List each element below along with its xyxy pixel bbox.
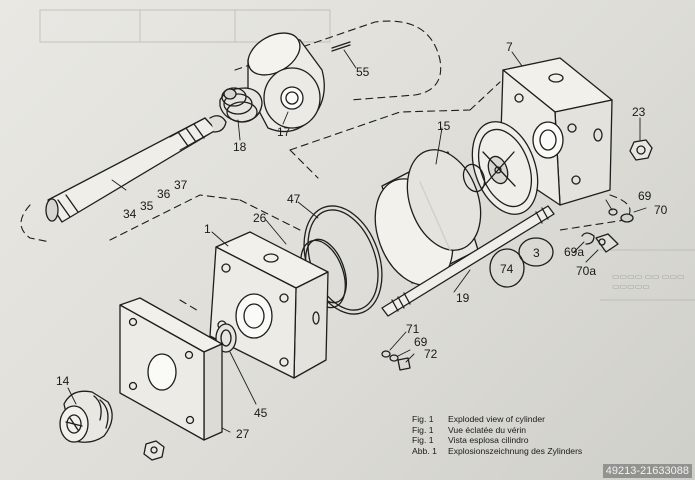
caption-line-de: Abb. 1 Explosionszeichnung des Zylinders [412, 446, 582, 457]
caption-prefix: Abb. 1 [412, 445, 437, 456]
caption-text: Vue éclatée du vérin [448, 424, 527, 435]
label-part-71: 71 [406, 322, 420, 336]
part-seal-18 [219, 87, 263, 123]
label-part-1: 1 [204, 222, 211, 236]
caption-text: Explosionszeichnung des Zylinders [448, 445, 583, 456]
part-piston-rod [45, 115, 227, 223]
part-end-cap-disc [462, 121, 539, 215]
label-part-15: 15 [437, 119, 451, 133]
label-part-35: 35 [140, 199, 154, 213]
label-part-18: 18 [233, 140, 247, 154]
label-part-19: 19 [456, 291, 470, 305]
label-part-74: 74 [500, 262, 514, 276]
part-cylinder-tube-15 [374, 149, 482, 286]
label-part-37: 37 [174, 178, 188, 192]
part-bottom-nut [143, 440, 165, 461]
label-part-27: 27 [236, 427, 250, 441]
label-part-69-bottom: 69 [414, 335, 428, 349]
label-part-69a: 69a [564, 245, 585, 259]
leader-lines [67, 49, 647, 433]
label-part-72: 72 [424, 347, 438, 361]
label-part-69-top: 69 [638, 189, 652, 203]
part-rod-end-14 [59, 390, 113, 443]
part-tie-rod-19 [381, 205, 555, 317]
label-part-26: 26 [253, 211, 267, 225]
caption-prefix: Fig. 1 [412, 424, 434, 435]
label-part-14: 14 [56, 374, 70, 388]
part-small-rings-3-74 [489, 237, 554, 288]
label-part-55: 55 [356, 65, 370, 79]
part-fittings-71-69-72 [381, 350, 411, 371]
ghost-text-block: ▭▭▭▭ ▭▭ ▭▭▭▭▭▭▭▭ [612, 272, 685, 291]
label-part-23: 23 [632, 105, 646, 119]
part-nut-23 [629, 139, 653, 161]
label-part-47: 47 [287, 192, 301, 206]
label-part-3: 3 [533, 246, 540, 260]
caption-line-fr: Fig. 1 Vue éclatée du vérin [412, 425, 582, 436]
label-part-45: 45 [254, 406, 268, 420]
caption-prefix: Fig. 1 [412, 435, 434, 446]
label-part-17: 17 [277, 125, 291, 139]
figure-caption: Fig. 1 Exploded view of cylinder Fig. 1 … [412, 414, 582, 456]
caption-prefix: Fig. 1 [412, 414, 434, 424]
label-part-70: 70 [654, 203, 668, 217]
part-front-block-1 [209, 231, 329, 379]
label-part-70a: 70a [576, 264, 597, 278]
listing-id-watermark: 49213-21633088 [602, 464, 692, 478]
part-flange-plate-27 [119, 297, 223, 441]
caption-text: Exploded view of cylinder [448, 414, 545, 424]
part-fittings-69-70 [581, 208, 634, 253]
caption-text: Vista esplosa cilindro [448, 435, 529, 446]
part-piston-17 [247, 32, 351, 133]
label-part-7: 7 [506, 40, 513, 54]
label-part-36: 36 [157, 187, 171, 201]
assembly-group-outlines [20, 20, 631, 313]
caption-line-it: Fig. 1 Vista esplosa cilindro [412, 435, 582, 446]
caption-line-en: Fig. 1 Exploded view of cylinder [412, 414, 582, 425]
label-part-34: 34 [123, 207, 137, 221]
